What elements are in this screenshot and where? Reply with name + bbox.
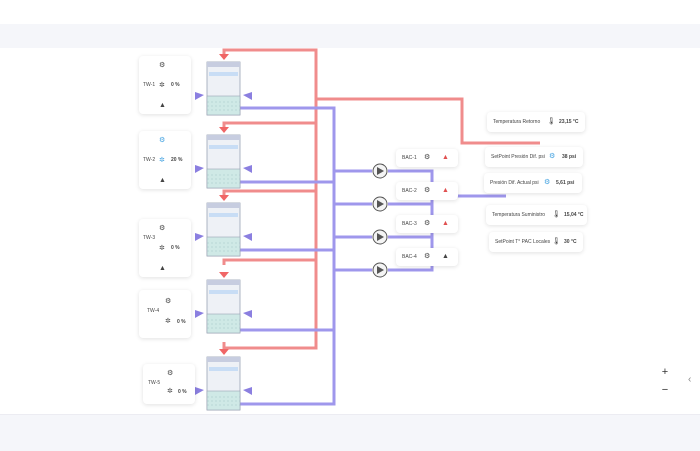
supply-temp-card: Temperatura Suministro 🌡 15,04 °C bbox=[486, 205, 587, 225]
fan-speed: 0 % bbox=[171, 245, 180, 251]
zoom-out-button[interactable]: − bbox=[661, 384, 669, 396]
fan-icon: ✲ bbox=[159, 157, 165, 164]
gear-icon[interactable]: ⚙ bbox=[424, 220, 431, 227]
gear-icon[interactable]: ⚙ bbox=[159, 225, 166, 232]
cooling-tower-1 bbox=[195, 54, 252, 116]
triangle-icon: ▲ bbox=[442, 253, 449, 260]
readout-value: 5,61 psi bbox=[556, 180, 575, 186]
triangle-icon: ▲ bbox=[159, 102, 166, 109]
gear-icon[interactable]: ⚙ bbox=[549, 153, 556, 160]
tower-name: TW-3 bbox=[143, 235, 156, 241]
cooling-tower-5 bbox=[195, 349, 252, 411]
chevron-left-icon[interactable]: ‹ bbox=[688, 374, 692, 385]
setpoint-pressure-card[interactable]: SetPoint Presión Dif. psi ⚙ 38 psi bbox=[485, 147, 583, 167]
fan-speed: 0 % bbox=[177, 319, 186, 325]
tower-card-2[interactable]: ⚙ TW-2 ✲ 20 % ▲ bbox=[139, 131, 191, 189]
hot-water-pipes bbox=[222, 48, 540, 350]
triangle-icon: ▲ bbox=[442, 220, 449, 227]
readout-value: 15,04 °C bbox=[564, 212, 584, 218]
readout-value: 38 psi bbox=[562, 154, 577, 160]
tower-name: TW-1 bbox=[143, 82, 156, 88]
cooling-tower-2 bbox=[195, 127, 252, 189]
tower-card-5[interactable]: ⚙ TW-5 ✲ 0 % bbox=[143, 364, 195, 404]
pump-name: BAC-4 bbox=[402, 254, 417, 260]
triangle-icon: ▲ bbox=[442, 154, 449, 161]
setpoint-temp-card[interactable]: SetPoint T° PAC Locales 🌡 30 °C bbox=[489, 232, 583, 252]
cooling-tower-3 bbox=[195, 195, 252, 257]
gear-icon[interactable]: ⚙ bbox=[424, 187, 431, 194]
tower-card-1[interactable]: ⚙ TW-1 ✲ 0 % ▲ bbox=[139, 56, 191, 114]
fan-speed: 0 % bbox=[178, 389, 187, 395]
readout-label: SetPoint Presión Dif. psi bbox=[491, 154, 545, 160]
triangle-icon: ▲ bbox=[442, 187, 449, 194]
pump-card-1[interactable]: BAC-1 ⚙ ▲ bbox=[396, 149, 458, 167]
gear-icon[interactable]: ⚙ bbox=[424, 154, 431, 161]
gear-icon[interactable]: ⚙ bbox=[165, 298, 172, 305]
readout-label: SetPoint T° PAC Locales bbox=[495, 239, 551, 245]
pump-card-4[interactable]: BAC-4 ⚙ ▲ bbox=[396, 248, 458, 266]
gear-icon[interactable]: ⚙ bbox=[167, 370, 174, 377]
pump-card-2[interactable]: BAC-2 ⚙ ▲ bbox=[396, 182, 458, 200]
tower-card-4[interactable]: ⚙ TW-4 ✲ 0 % bbox=[139, 290, 191, 338]
cold-water-pipes bbox=[240, 106, 506, 406]
fan-icon: ✲ bbox=[159, 82, 165, 89]
readout-label: Presión Dif. Actual psi bbox=[490, 180, 539, 186]
tower-name: TW-5 bbox=[148, 380, 161, 386]
gear-icon[interactable]: ⚙ bbox=[159, 137, 166, 144]
gear-icon[interactable]: ⚙ bbox=[159, 62, 166, 69]
header-band bbox=[0, 24, 700, 48]
fan-icon: ✲ bbox=[165, 318, 171, 325]
fan-icon: ✲ bbox=[167, 388, 173, 395]
pump-card-3[interactable]: BAC-3 ⚙ ▲ bbox=[396, 215, 458, 233]
pump-name: BAC-3 bbox=[402, 221, 417, 227]
thermometer-icon: 🌡 bbox=[552, 211, 561, 218]
thermometer-icon[interactable]: 🌡 bbox=[552, 238, 561, 245]
footer-band bbox=[0, 414, 700, 451]
actual-pressure-card: Presión Dif. Actual psi ⚙ 5,61 psi bbox=[484, 173, 582, 193]
tower-name: TW-2 bbox=[143, 157, 156, 163]
fan-speed: 0 % bbox=[171, 82, 180, 88]
pump-name: BAC-2 bbox=[402, 188, 417, 194]
tower-name: TW-4 bbox=[147, 308, 160, 314]
triangle-icon: ▲ bbox=[159, 265, 166, 272]
pump-icon bbox=[372, 163, 388, 278]
fan-speed: 20 % bbox=[171, 157, 183, 163]
pump-name: BAC-1 bbox=[402, 155, 417, 161]
gear-icon: ⚙ bbox=[544, 179, 551, 186]
readout-label: Temperatura Suministro bbox=[492, 212, 546, 218]
gear-icon[interactable]: ⚙ bbox=[424, 253, 431, 260]
tower-card-3[interactable]: ⚙ TW-3 ✲ 0 % ▲ bbox=[139, 219, 191, 277]
cooling-tower-4 bbox=[195, 272, 252, 334]
thermometer-icon: 🌡 bbox=[547, 118, 556, 125]
readout-value: 30 °C bbox=[564, 239, 577, 245]
fan-icon: ✲ bbox=[159, 245, 165, 252]
readout-label: Temperatura Retorno bbox=[493, 119, 541, 125]
readout-value: 23,15 °C bbox=[559, 119, 579, 125]
zoom-in-button[interactable]: + bbox=[661, 366, 669, 378]
return-temp-card: Temperatura Retorno 🌡 23,15 °C bbox=[487, 112, 585, 132]
triangle-icon: ▲ bbox=[159, 177, 166, 184]
